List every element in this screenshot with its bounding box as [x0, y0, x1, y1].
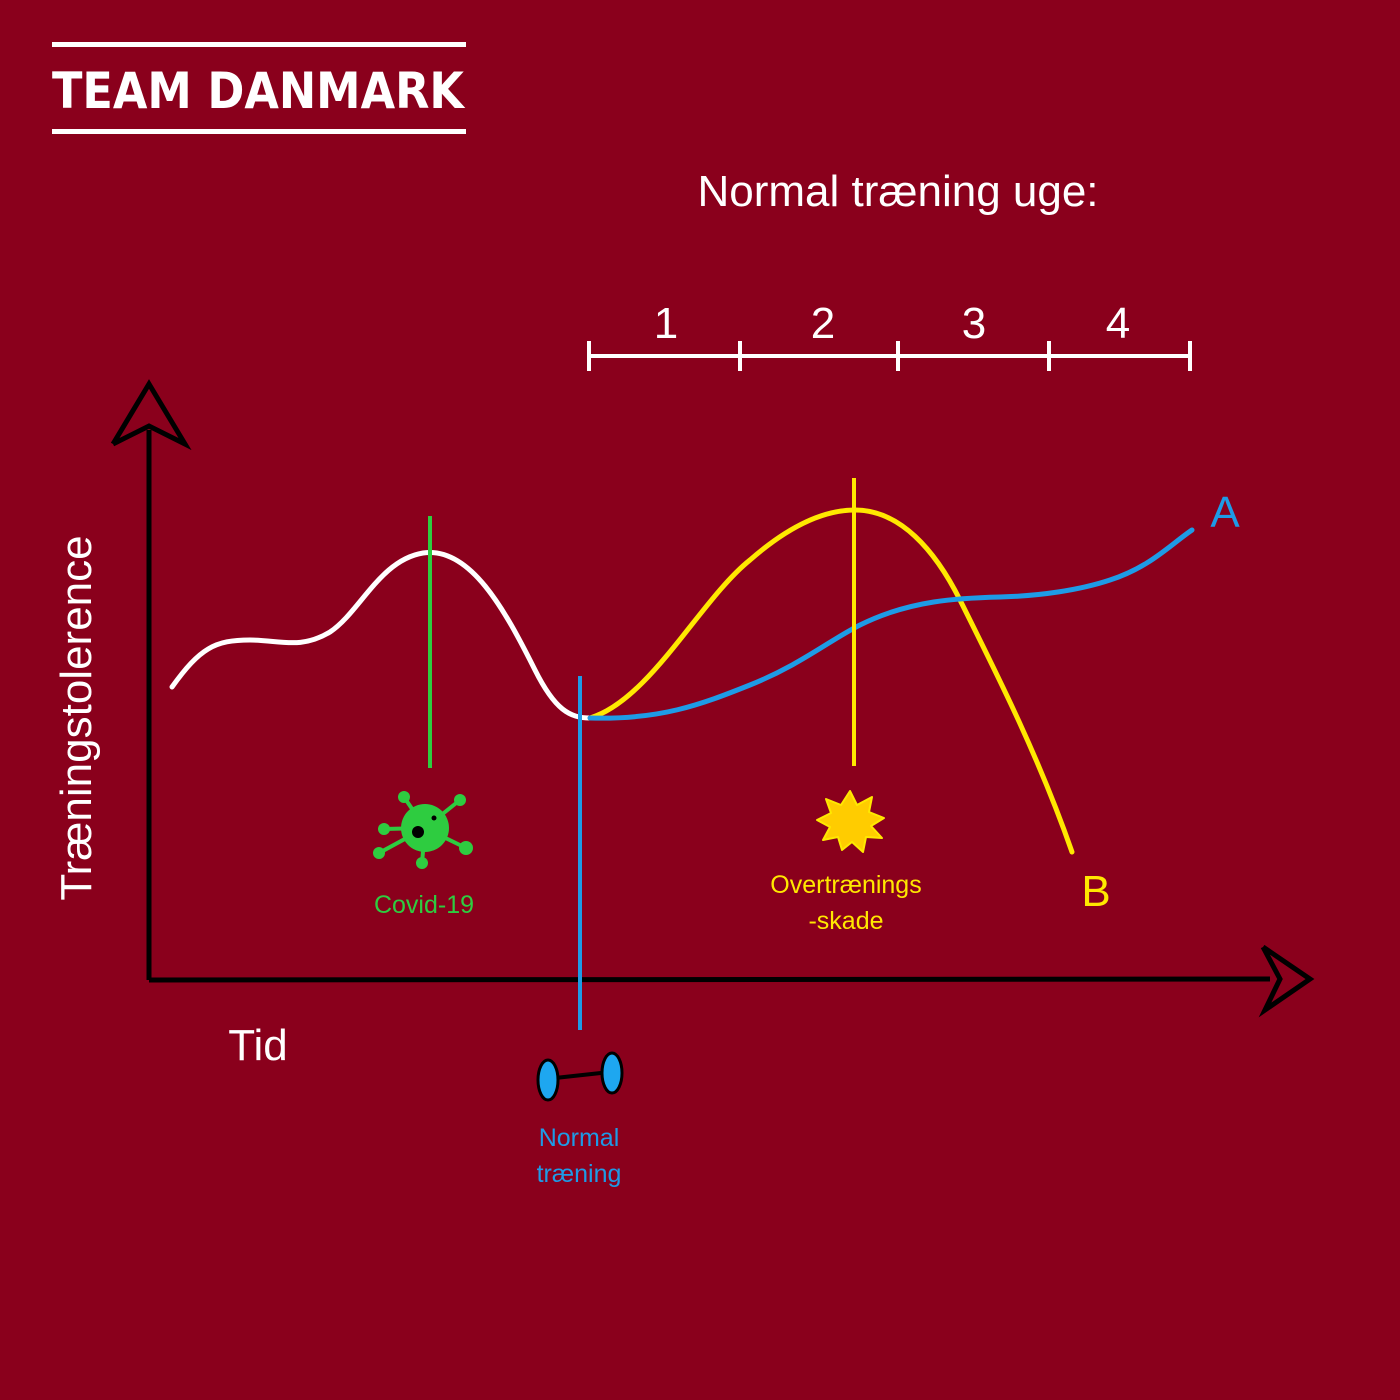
virus-icon: [373, 791, 473, 869]
week-label-1: 1: [654, 299, 678, 348]
curve-a-normal-training: [587, 527, 1195, 721]
week-label-4: 4: [1106, 299, 1130, 348]
training-event-label-line1: Normal: [539, 1124, 620, 1152]
tolerance-curve-pre: [169, 550, 593, 721]
y-axis-label: Træningstolerence: [52, 535, 101, 900]
logo-text: TEAM DANMARK: [52, 62, 466, 120]
logo-top-rule: [52, 42, 466, 47]
x-axis-line: [148, 976, 1271, 983]
training-event-label-line2: træning: [537, 1160, 622, 1188]
injury-event-label-line2: -skade: [808, 907, 883, 935]
week-scale: [587, 341, 1192, 371]
week-scale-title: Normal træning uge:: [697, 167, 1098, 216]
x-axis-arrowhead: [1258, 944, 1315, 1018]
team-danmark-logo: TEAM DANMARK: [52, 42, 466, 134]
y-axis-arrowhead: [110, 379, 192, 451]
x-axis-label: Tid: [228, 1021, 288, 1070]
injury-event-label-line1: Overtrænings: [770, 871, 921, 899]
logo-bottom-rule: [52, 129, 466, 134]
curve-b-label: B: [1081, 867, 1110, 916]
covid-event-label: Covid-19: [374, 891, 474, 919]
dumbbell-icon: [536, 1051, 624, 1102]
axes: [110, 379, 1315, 1018]
starburst-icon: [816, 790, 885, 853]
week-label-3: 3: [962, 299, 986, 348]
week-label-2: 2: [811, 299, 835, 348]
curve-a-label: A: [1210, 488, 1240, 537]
